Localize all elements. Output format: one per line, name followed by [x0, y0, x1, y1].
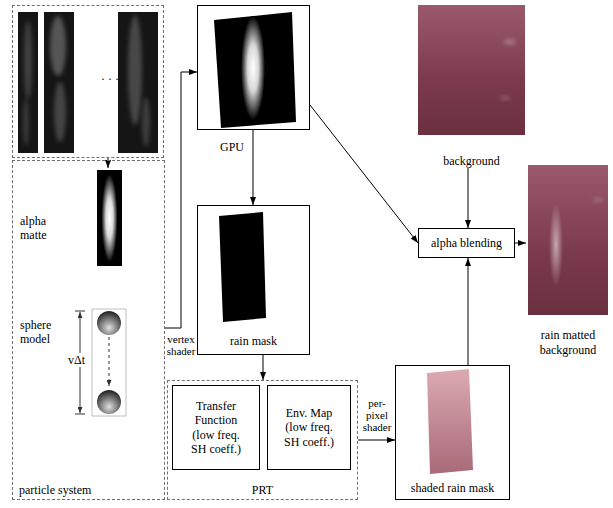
- texture-streak: [50, 16, 66, 76]
- drop-glow: [241, 16, 265, 120]
- node-label: rain matted background: [526, 328, 610, 357]
- node-label: vΔt: [67, 353, 86, 367]
- particle-system-panel: particle system alpha matte sphere model vΔ…: [12, 160, 165, 500]
- rain-mask-shape: [219, 212, 266, 322]
- env-map-box: Env. Map (low freq. SH coeff.): [267, 385, 351, 470]
- node-label: alpha blending: [431, 236, 502, 250]
- node-label: PRT: [168, 483, 357, 497]
- sphere: [97, 390, 121, 414]
- sphere-frame: [92, 309, 126, 416]
- texture-strip: [44, 12, 74, 153]
- texture-strip: [18, 12, 38, 153]
- alpha-matte-image: [97, 170, 122, 266]
- sphere-model-node: sphere model vΔt: [18, 300, 133, 418]
- node-label: Env. Map (low freq. SH coeff.): [279, 406, 339, 449]
- photo-highlight: [500, 96, 510, 100]
- node-label: rain mask: [198, 334, 309, 348]
- texture-panel: · · ·: [12, 5, 164, 158]
- edge-label: vertex shader: [166, 333, 196, 357]
- photo-ground: [528, 165, 608, 315]
- node-label: sphere model: [20, 318, 60, 347]
- gpu-output-box: [197, 5, 310, 130]
- node-label: alpha matte: [20, 214, 74, 243]
- edge-label: GPU: [220, 141, 244, 154]
- rain-streak: [549, 203, 563, 287]
- connector-arrow: [468, 168, 469, 228]
- shaded-mask-shape: [427, 369, 473, 474]
- node-label: particle system: [19, 483, 91, 497]
- motion-arrow: [109, 337, 110, 386]
- dimension-tick: [75, 414, 85, 415]
- texture-strips: [18, 12, 158, 153]
- photo-ground: [418, 5, 525, 135]
- background-image-node: background: [418, 5, 525, 168]
- texture-streak: [23, 98, 29, 146]
- node-label: background: [418, 154, 525, 168]
- connector-arrow: [165, 72, 197, 328]
- edge-label: per-pixel shader: [359, 397, 395, 433]
- result-image: [528, 165, 608, 315]
- matte-glow: [102, 174, 118, 262]
- connector-arrow: [468, 258, 469, 365]
- connector-arrow: [263, 355, 264, 380]
- texture-streak: [142, 97, 150, 147]
- texture-streak: [54, 82, 66, 142]
- gpu-output-image: [214, 12, 296, 128]
- shaded-rain-mask-box: shaded rain mask: [395, 365, 510, 500]
- node-label: · · ·: [89, 72, 131, 86]
- connector-arrow: [310, 105, 418, 243]
- node-label: shaded rain mask: [396, 481, 509, 495]
- node-label: Transfer Function (low freq. SH coeff.): [184, 399, 248, 457]
- texture-streak: [128, 15, 142, 125]
- sphere: [97, 311, 121, 335]
- prt-panel: PRT Transfer Function (low freq. SH coeff…: [167, 380, 358, 500]
- matte-ground: [97, 170, 122, 266]
- photo-highlight: [504, 39, 516, 45]
- quad-shape: [214, 12, 296, 128]
- result-image-node: rain matted background: [526, 165, 610, 357]
- connector-arrow: [358, 440, 395, 441]
- texture-streak: [24, 20, 32, 100]
- alpha-matte-node: alpha matte: [18, 168, 124, 268]
- rain-mask-box: rain mask: [197, 205, 310, 355]
- dimension-tick: [75, 311, 85, 312]
- background-image: [418, 5, 525, 135]
- texture-strip: [118, 12, 158, 153]
- transfer-function-box: Transfer Function (low freq. SH coeff.): [172, 385, 260, 470]
- connector-arrow: [515, 243, 526, 244]
- connector-arrow: [253, 130, 254, 205]
- photo-highlight: [593, 198, 603, 202]
- alpha-blending-box: alpha blending: [418, 228, 515, 258]
